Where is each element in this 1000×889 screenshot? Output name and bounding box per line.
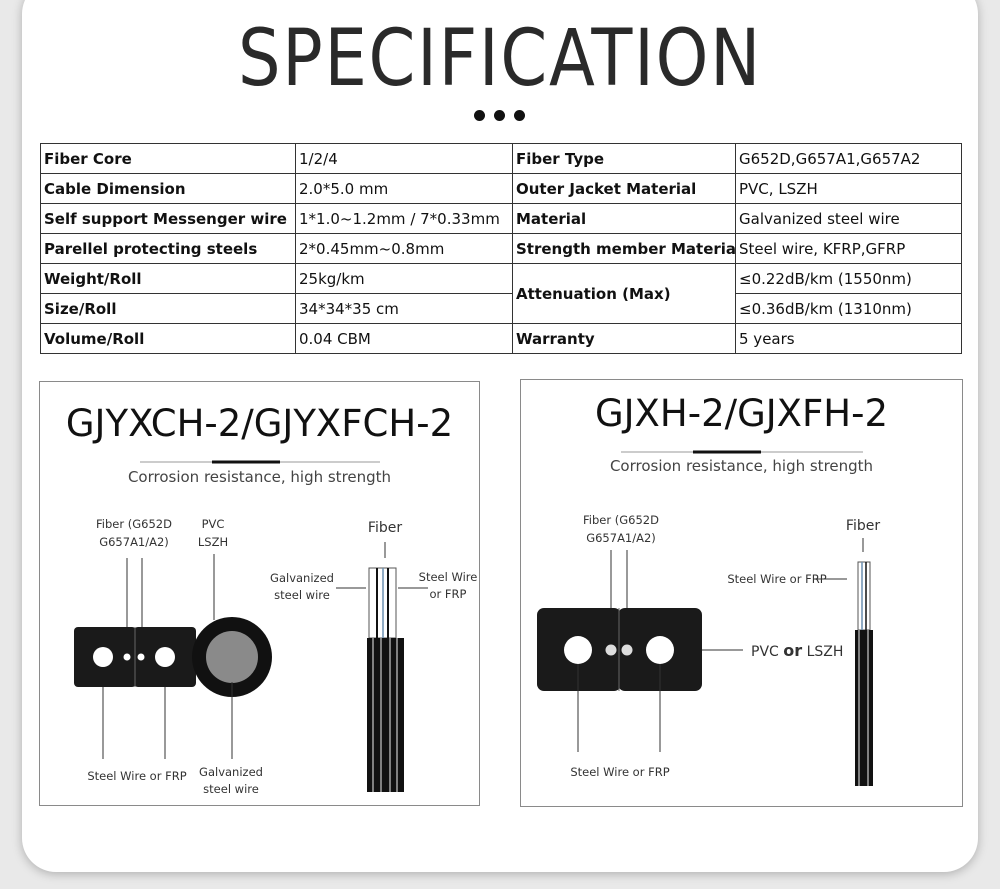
spec-value: ≤0.36dB/km (1310nm) bbox=[735, 293, 962, 324]
spec-key: Parellel protecting steels bbox=[40, 233, 296, 264]
spec-key: Weight/Roll bbox=[40, 263, 296, 294]
spec-value: Galvanized steel wire bbox=[735, 203, 962, 234]
side-galvanized-label: Galvanized bbox=[270, 571, 334, 585]
spec-value: 2.0*5.0 mm bbox=[295, 173, 513, 204]
table-row: Size/Roll 34*34*35 cm ≤0.36dB/km (1310nm… bbox=[40, 293, 962, 324]
panel-title: GJYXCH-2/GJYXFCH-2 bbox=[65, 402, 454, 445]
table-row: Self support Messenger wire 1*1.0~1.2mm … bbox=[40, 203, 962, 234]
spec-value: ≤0.22dB/km (1550nm) bbox=[735, 263, 962, 294]
spec-key: Self support Messenger wire bbox=[40, 203, 296, 234]
steel-wire-circle bbox=[93, 647, 113, 667]
panel-title: GJXH-2/GJXFH-2 bbox=[594, 392, 889, 435]
dot-icon bbox=[494, 110, 505, 121]
side-fiber-label: Fiber bbox=[368, 520, 402, 536]
steel-frp-label: Steel Wire or FRP bbox=[87, 769, 186, 783]
cable-diagram-right: Fiber (G652D G657A1/A2) PVC or LSZH Stee… bbox=[537, 450, 880, 786]
page-title: SPECIFICATION bbox=[237, 14, 763, 104]
spec-value: 1/2/4 bbox=[295, 143, 513, 174]
side-galvanized-label: steel wire bbox=[274, 588, 330, 602]
panel-subtitle: Corrosion resistance, high strength bbox=[609, 457, 874, 475]
cable-panel-right: GJXH-2/GJXFH-2 Corrosion resistance, hig… bbox=[520, 379, 963, 807]
spec-key: Size/Roll bbox=[40, 293, 296, 324]
fiber-circle bbox=[621, 644, 633, 656]
spec-key: Volume/Roll bbox=[40, 323, 296, 354]
dot-icon bbox=[474, 110, 485, 121]
fiber-circle bbox=[123, 653, 131, 661]
table-row: Volume/Roll 0.04 CBM Warranty 5 years bbox=[40, 323, 962, 354]
cable-side-view bbox=[855, 630, 873, 786]
cable-panel-left: GJYXCH-2/GJYXFCH-2 Corrosion resistance,… bbox=[39, 381, 480, 806]
spec-key: Outer Jacket Material bbox=[512, 173, 736, 204]
spec-key: Material bbox=[512, 203, 736, 234]
galvanized-label: steel wire bbox=[203, 782, 259, 796]
fiber-label: G657A1/A2) bbox=[99, 535, 169, 549]
side-fiber-label: Fiber bbox=[846, 518, 880, 534]
fiber-label: Fiber (G652D bbox=[583, 513, 659, 527]
spec-value: G652D,G657A1,G657A2 bbox=[735, 143, 962, 174]
spec-key: Cable Dimension bbox=[40, 173, 296, 204]
steel-wire-circle bbox=[155, 647, 175, 667]
spec-value: Steel wire, KFRP,GFRP bbox=[735, 233, 962, 264]
steel-frp-label: Steel Wire or FRP bbox=[570, 765, 669, 779]
pvc-label: PVC bbox=[202, 517, 225, 531]
fiber-circle bbox=[605, 644, 617, 656]
spec-key: Fiber Type bbox=[512, 143, 736, 174]
messenger-wire bbox=[206, 631, 258, 683]
spec-key: Attenuation (Max) bbox=[512, 263, 736, 324]
table-row: Weight/Roll 25kg/km Attenuation (Max) ≤0… bbox=[40, 263, 962, 324]
steel-wire-circle bbox=[564, 636, 592, 664]
panel-subtitle: Corrosion resistance, high strength bbox=[127, 468, 392, 486]
table-row: Parellel protecting steels 2*0.45mm~0.8m… bbox=[40, 233, 962, 264]
dot-icon bbox=[514, 110, 525, 121]
spec-key: Strength member Material bbox=[512, 233, 736, 264]
fiber-circle bbox=[137, 653, 145, 661]
title-dots bbox=[474, 110, 534, 122]
side-steel-label: Steel Wire bbox=[419, 570, 478, 584]
spec-value: 0.04 CBM bbox=[295, 323, 513, 354]
steel-wire-circle bbox=[646, 636, 674, 664]
side-steel-label: or FRP bbox=[430, 587, 467, 601]
fiber-label: G657A1/A2) bbox=[586, 531, 656, 545]
lszh-label: LSZH bbox=[198, 535, 228, 549]
spec-value: 34*34*35 cm bbox=[295, 293, 513, 324]
spec-value: 2*0.45mm~0.8mm bbox=[295, 233, 513, 264]
table-row: Cable Dimension 2.0*5.0 mm Outer Jacket … bbox=[40, 173, 962, 204]
fiber-strands-exposed bbox=[857, 561, 871, 631]
fiber-label: Fiber (G652D bbox=[96, 517, 172, 531]
galvanized-label: Galvanized bbox=[199, 765, 263, 779]
side-steel-label: Steel Wire or FRP bbox=[727, 572, 826, 586]
spec-value: 1*1.0~1.2mm / 7*0.33mm bbox=[295, 203, 513, 234]
spec-key: Warranty bbox=[512, 323, 736, 354]
spec-value: 25kg/km bbox=[295, 263, 513, 294]
spec-value: PVC, LSZH bbox=[735, 173, 962, 204]
spec-key: Fiber Core bbox=[40, 143, 296, 174]
table-row: Fiber Core 1/2/4 Fiber Type G652D,G657A1… bbox=[40, 143, 962, 174]
spec-table: Fiber Core 1/2/4 Fiber Type G652D,G657A1… bbox=[40, 143, 962, 354]
spec-value: 5 years bbox=[735, 323, 962, 354]
jacket-label: PVC or LSZH bbox=[751, 641, 843, 660]
cable-diagram-left: Fiber (G652D G657A1/A2) PVC LSZH Steel W… bbox=[74, 460, 478, 796]
